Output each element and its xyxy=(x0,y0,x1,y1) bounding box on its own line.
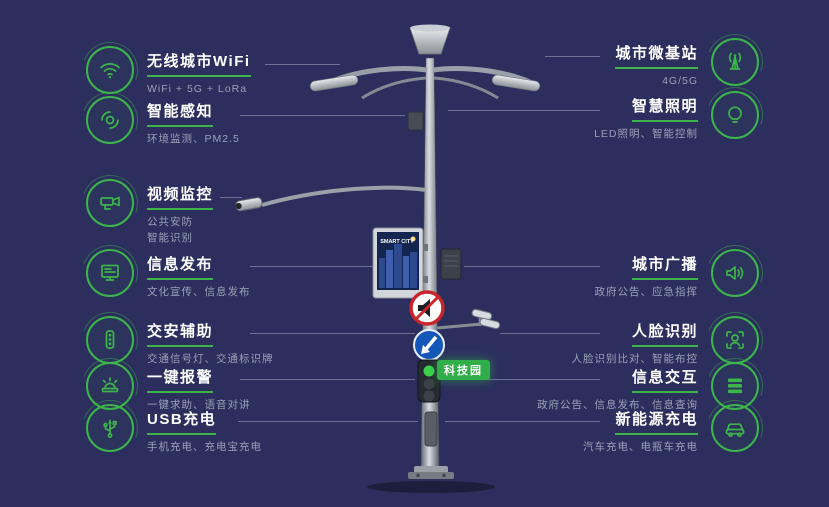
base-flange xyxy=(414,466,448,473)
lamp-head-right xyxy=(491,74,541,92)
feature-title: 信息发布 xyxy=(147,253,214,280)
traffic-light xyxy=(417,359,441,403)
feature-subtitle: 政府公告、应急指挥 xyxy=(594,286,698,298)
lamp-petal-left xyxy=(361,76,427,100)
connector-line xyxy=(250,266,373,267)
car-icon xyxy=(711,404,759,452)
feature-title: 城市广播 xyxy=(631,253,698,280)
wifi-icon xyxy=(86,46,134,94)
speaker-icon xyxy=(711,249,759,297)
lamp-petal-right xyxy=(433,76,499,100)
dual-cameras xyxy=(436,308,501,330)
screen-title: SMART CITY xyxy=(380,239,414,245)
cctv-camera xyxy=(235,197,263,212)
pole-body xyxy=(420,57,440,469)
feature-subtitle: 交通信号灯、交通标识牌 xyxy=(147,353,274,365)
top-lamp xyxy=(409,27,451,55)
top-lamp-rim xyxy=(410,24,450,32)
connector-line xyxy=(486,379,600,380)
feature-ev-charging: 新能源充电 汽车充电、电瓶车充电 xyxy=(583,404,759,456)
feature-face-recognition: 人脸识别 人脸识别比对、智能布控 xyxy=(571,316,759,368)
ground-shadow xyxy=(367,481,495,493)
connector-line xyxy=(240,379,415,380)
feature-subtitle: 公共安防 智能识别 xyxy=(147,216,193,244)
feature-title: 交安辅助 xyxy=(147,320,214,347)
feature-city-broadcast: 城市广播 政府公告、应急指挥 xyxy=(594,249,759,301)
feature-title: 新能源充电 xyxy=(615,408,698,435)
bulb-icon xyxy=(711,91,759,139)
feature-title: 智能感知 xyxy=(147,100,214,127)
feature-subtitle: 人脸识别比对、智能布控 xyxy=(571,353,698,365)
feature-title: 视频监控 xyxy=(147,183,214,210)
feature-title: USB充电 xyxy=(147,408,217,435)
info-screen: SMART CITY xyxy=(372,227,428,299)
feature-smart-sensing: 智能感知 环境监测、PM2.5 xyxy=(86,96,240,148)
arrow-sign xyxy=(413,329,445,361)
connector-line xyxy=(265,64,340,65)
feature-subtitle: 一键求助、语音对讲 xyxy=(147,399,251,411)
cctv-icon xyxy=(86,179,134,227)
screen-icon xyxy=(86,249,134,297)
feature-subtitle: 环境监测、PM2.5 xyxy=(147,133,240,145)
lamp-head-left xyxy=(309,74,359,92)
antenna-icon xyxy=(711,38,759,86)
sensor-box xyxy=(407,111,424,131)
feature-title: 智慧照明 xyxy=(631,95,698,122)
base-plate xyxy=(408,472,454,479)
feature-subtitle: WiFi + 5G + LoRa xyxy=(147,83,248,95)
feature-title: 城市微基站 xyxy=(615,42,698,69)
connector-line xyxy=(240,115,405,116)
connector-line xyxy=(445,421,600,422)
base-bolt xyxy=(442,473,446,478)
feature-info-release: 信息发布 文化宣传、信息发布 xyxy=(86,249,251,301)
feature-subtitle: 文化宣传、信息发布 xyxy=(147,286,251,298)
feature-title: 信息交互 xyxy=(631,366,698,393)
feature-subtitle: LED照明、智能控制 xyxy=(594,128,698,140)
smart-pole-illustration: SMART CITY xyxy=(235,24,541,493)
connector-line xyxy=(448,110,600,111)
feature-title: 一键报警 xyxy=(147,366,214,393)
sensor-icon xyxy=(86,96,134,144)
usb-icon xyxy=(86,404,134,452)
connector-line xyxy=(545,56,600,57)
connector-line xyxy=(250,333,415,334)
no-horn-sign xyxy=(409,290,445,326)
cctv-arm xyxy=(261,185,427,207)
access-door xyxy=(424,411,438,447)
connector-line xyxy=(220,197,242,198)
feature-usb-charging: USB充电 手机充电、充电宝充电 xyxy=(86,404,262,456)
feature-title: 人脸识别 xyxy=(631,320,698,347)
base-bolt xyxy=(416,473,420,478)
feature-traffic-assist: 交安辅助 交通信号灯、交通标识牌 xyxy=(86,316,274,368)
connector-line xyxy=(238,421,418,422)
tech-park-badge: 科技园 xyxy=(437,360,490,380)
broadcast-box xyxy=(440,248,462,280)
feature-smart-lighting: 智慧照明 LED照明、智能控制 xyxy=(594,91,759,143)
feature-wireless-wifi: 无线城市WiFi WiFi + 5G + LoRa xyxy=(86,46,251,98)
feature-subtitle: 4G/5G xyxy=(662,75,698,87)
feature-subtitle: 手机充电、充电宝充电 xyxy=(147,441,262,453)
feature-subtitle: 政府公告、信息发布、信息查询 xyxy=(537,399,698,411)
feature-micro-base-station: 城市微基站 4G/5G xyxy=(615,38,759,90)
connector-line xyxy=(500,333,600,334)
feature-title: 无线城市WiFi xyxy=(147,50,251,77)
feature-subtitle: 汽车充电、电瓶车充电 xyxy=(583,441,698,453)
feature-video-surveillance: 视频监控 公共安防 智能识别 xyxy=(86,179,214,247)
connector-line xyxy=(464,266,600,267)
